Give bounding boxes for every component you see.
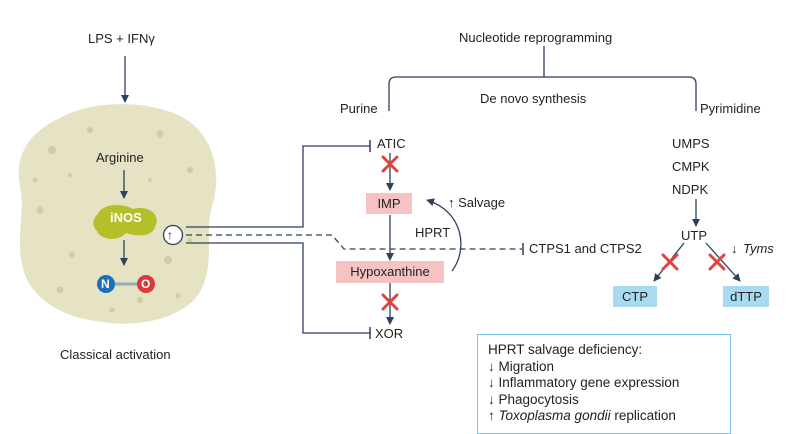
nitrogen-label: N xyxy=(101,277,110,291)
cross-xor xyxy=(381,293,399,311)
stimulus-label: LPS + IFNγ xyxy=(88,31,155,46)
dttp-box: dTTP xyxy=(723,286,769,307)
purine-label: Purine xyxy=(340,101,378,116)
cross-dttp xyxy=(708,253,726,271)
legend-replication: replication xyxy=(610,408,676,423)
inhibit-atic-line xyxy=(186,145,370,228)
inhibit-xor-line xyxy=(186,242,370,334)
cmpk-label: CMPK xyxy=(672,159,710,174)
arginine-label: Arginine xyxy=(96,150,144,165)
atic-label: ATIC xyxy=(377,136,406,151)
figure: LPS + IFNγ Arginine iNOS ↑ N O Classical… xyxy=(18,30,774,434)
legend-item-inflammatory: ↓ Inflammatory gene expression xyxy=(488,375,680,390)
cross-ctp xyxy=(661,253,679,271)
imp-box: IMP xyxy=(366,193,412,214)
umps-label: UMPS xyxy=(672,136,710,151)
hypoxanthine-box: Hypoxanthine xyxy=(336,261,444,283)
oxygen-atom xyxy=(137,275,155,293)
nitrogen-atom xyxy=(97,275,115,293)
salvage-arc xyxy=(426,198,462,272)
tyms-label: Tyms xyxy=(743,241,774,256)
legend-up-arrow: ↑ xyxy=(488,408,495,423)
inos-label: iNOS xyxy=(110,210,142,225)
legend-toxoplasma-name: Toxoplasma gondii xyxy=(498,408,611,423)
legend-item-migration: ↓ Migration xyxy=(488,358,555,374)
oxygen-label: O xyxy=(141,277,151,291)
utp-to-dttp-arrow xyxy=(705,242,741,282)
pyrimidine-label: Pyrimidine xyxy=(700,101,761,116)
upregulation-circle xyxy=(162,224,184,246)
ctps-label: CTPS1 and CTPS2 xyxy=(529,241,642,256)
upregulation-symbol: ↑ xyxy=(167,228,173,242)
diagram-canvas xyxy=(18,46,741,339)
salvage-label: ↑ Salvage xyxy=(448,195,506,210)
inos-blob xyxy=(93,204,157,239)
tyms-arrow: ↓ xyxy=(731,241,738,256)
hprt-label: HPRT xyxy=(415,225,451,240)
de-novo-synthesis-label: De novo synthesis xyxy=(480,91,587,106)
cell-granules xyxy=(32,127,193,313)
legend-title: HPRT salvage deficiency: xyxy=(488,342,643,357)
cross-atic xyxy=(381,155,399,173)
nucleotide-reprogramming-title: Nucleotide reprogramming xyxy=(459,30,613,45)
inhibit-ctps-dashed-line xyxy=(186,234,522,250)
reprogramming-bracket xyxy=(388,76,697,111)
utp-label: UTP xyxy=(681,228,707,243)
ndpk-label: NDPK xyxy=(672,182,709,197)
classical-activation-caption: Classical activation xyxy=(60,347,171,362)
xor-label: XOR xyxy=(375,326,404,341)
legend-item-phagocytosis: ↓ Phagocytosis xyxy=(488,391,579,407)
hprt-deficiency-legend: HPRT salvage deficiency: ↓ Migration ↓ I… xyxy=(477,334,731,434)
legend-item-toxoplasma: ↑ Toxoplasma gondii replication xyxy=(488,408,720,425)
ctp-box: CTP xyxy=(613,286,657,307)
